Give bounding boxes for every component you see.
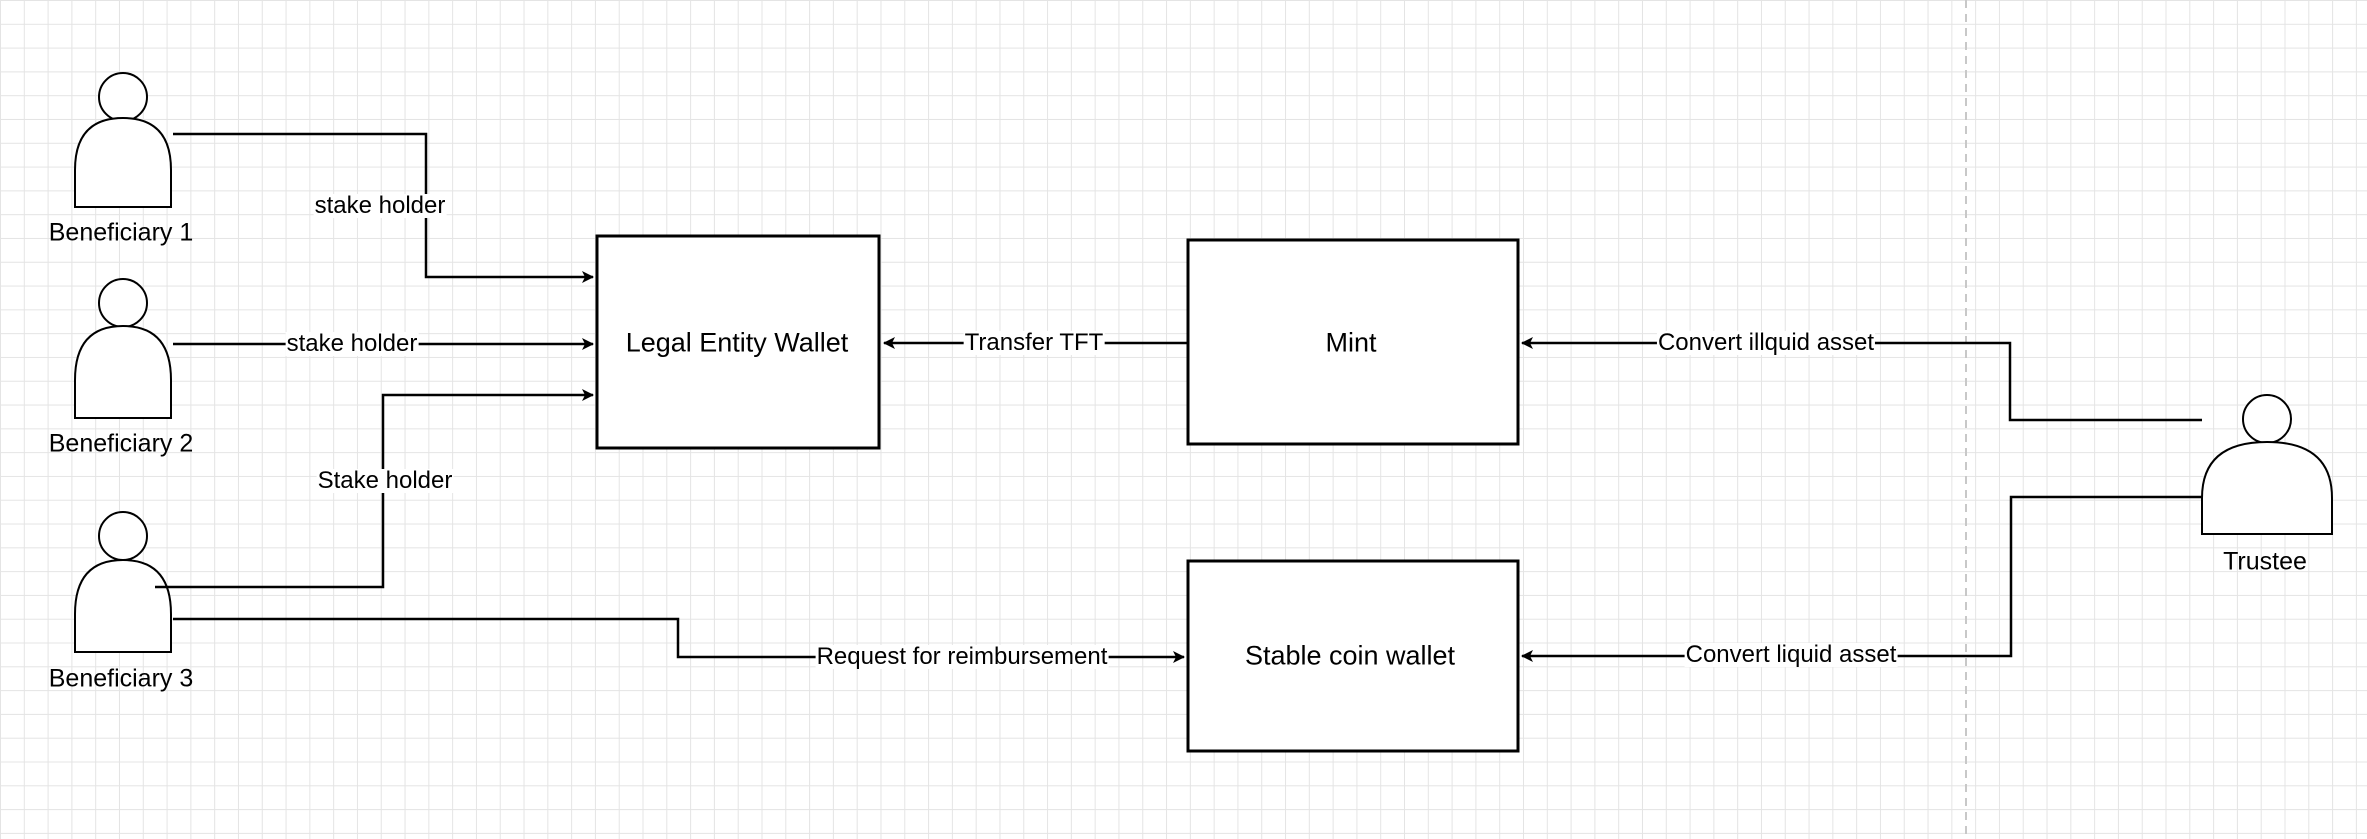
edge-label-convert-illiquid-asset: Convert illquid asset [1656,329,1876,356]
actor-beneficiary-3-icon[interactable] [74,511,172,653]
edge-label-b2-stake-holder: stake holder [285,330,419,357]
edge-trustee-to-stable-coin[interactable] [1521,495,2202,662]
mint-box[interactable] [1186,238,1520,446]
legal-entity-wallet-label: Legal Entity Wallet [625,327,849,358]
edge-label-b1-stake-holder: stake holder [313,192,447,219]
actor-beneficiary-2-label: Beneficiary 2 [48,429,194,458]
edge-label-request-for-reimbursement: Request for reimbursement [815,643,1109,670]
edge-label-transfer-tft: Transfer TFT [963,329,1105,356]
actor-beneficiary-3-label: Beneficiary 3 [48,664,194,693]
actor-beneficiary-2-icon[interactable] [74,278,172,419]
legal-entity-wallet-box[interactable] [595,234,881,450]
actor-trustee-icon[interactable] [2201,394,2333,535]
stable-coin-wallet-label: Stable coin wallet [1244,640,1456,671]
stable-coin-wallet-box[interactable] [1186,559,1520,753]
edge-label-convert-liquid-asset: Convert liquid asset [1684,641,1898,668]
actor-beneficiary-1-icon[interactable] [74,72,172,208]
edge-label-b3-stake-holder: Stake holder [316,467,454,494]
actor-trustee-label: Trustee [2223,547,2307,576]
mint-label: Mint [1325,327,1377,358]
actor-beneficiary-1-label: Beneficiary 1 [48,218,194,247]
